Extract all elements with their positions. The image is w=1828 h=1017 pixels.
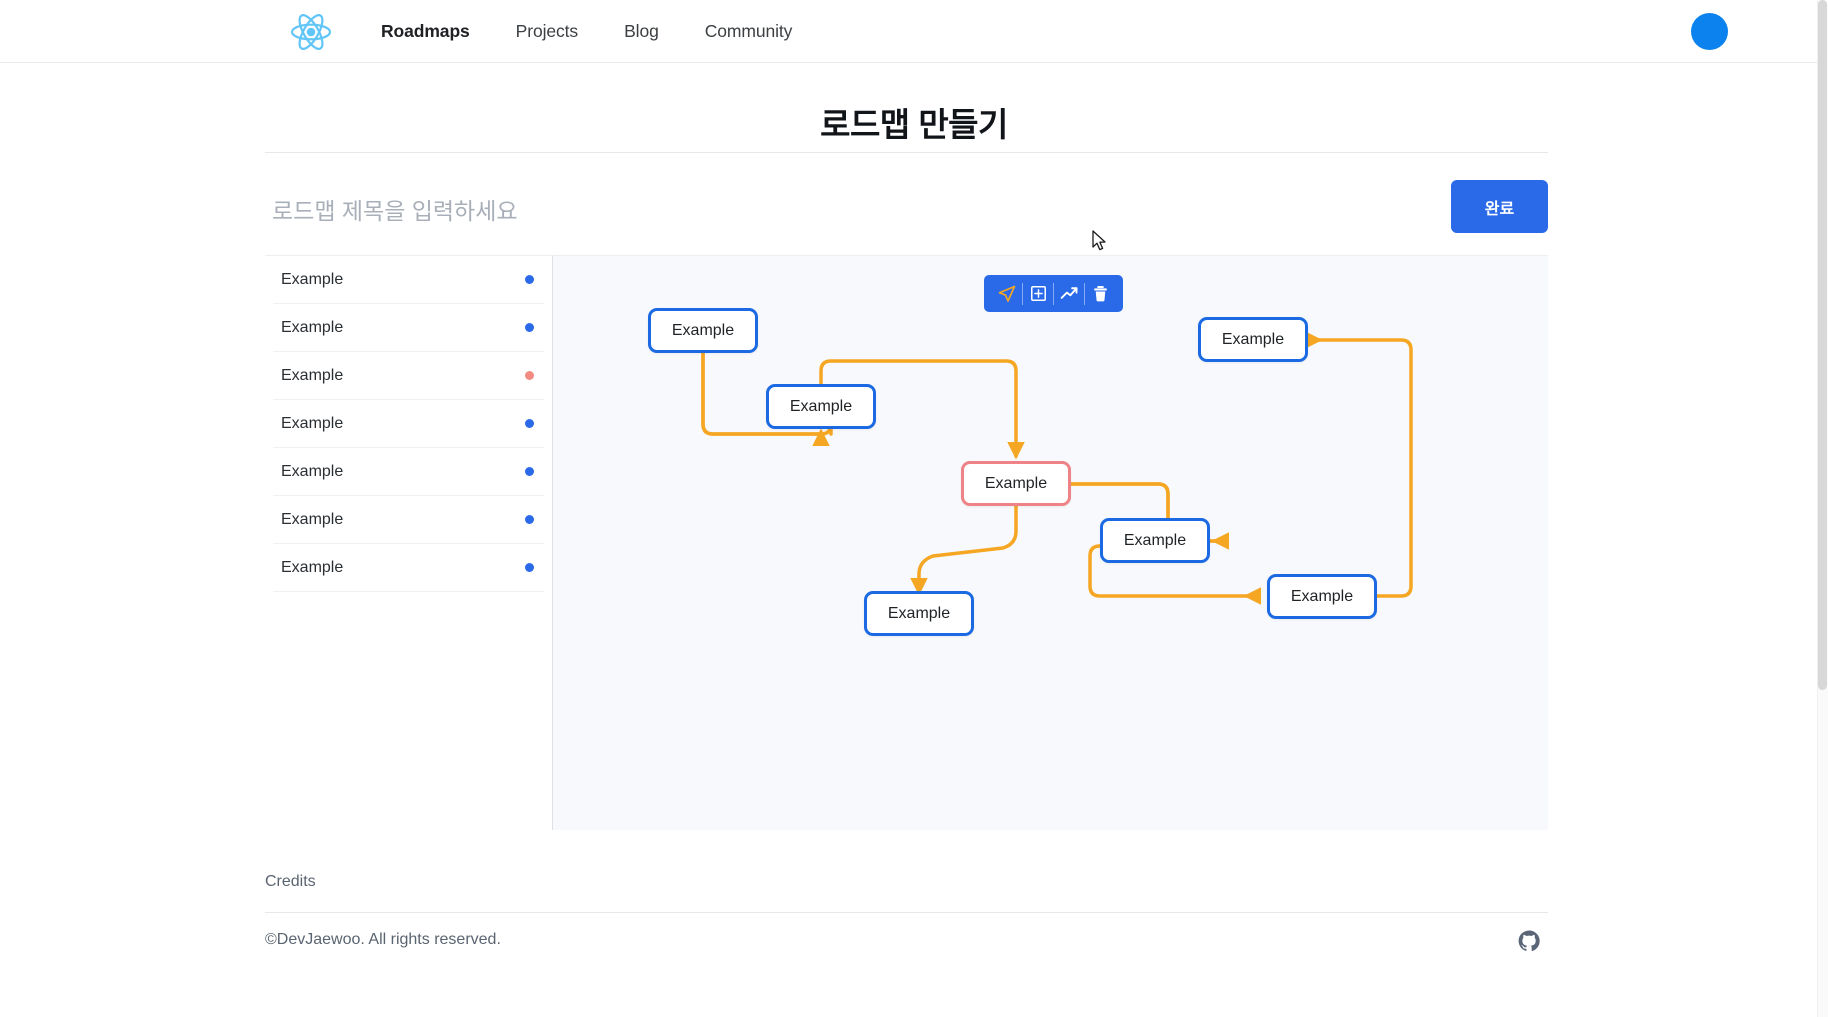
roadmap-node[interactable]: Example: [766, 384, 876, 429]
edge-n2-n3: [819, 359, 1018, 454]
nav-links: Roadmaps Projects Blog Community: [358, 0, 815, 63]
roadmap-node-label: Example: [671, 321, 735, 339]
nav-link-roadmaps[interactable]: Roadmaps: [381, 21, 470, 41]
editor-content: Example Example Example Example Example …: [265, 255, 1548, 830]
canvas-toolbar: [984, 275, 1123, 312]
nav-link-blog[interactable]: Blog: [624, 21, 659, 41]
roadmap-node-label: Example: [984, 474, 1048, 492]
list-item[interactable]: Example: [273, 352, 544, 400]
list-item-label: Example: [281, 366, 344, 384]
roadmap-title-row: 완료: [265, 175, 1548, 250]
list-item[interactable]: Example: [273, 496, 544, 544]
list-item[interactable]: Example: [273, 448, 544, 496]
list-item[interactable]: Example: [273, 544, 544, 592]
status-dot: [525, 467, 534, 476]
nav-link-projects[interactable]: Projects: [515, 21, 579, 41]
list-item[interactable]: Example: [273, 400, 544, 448]
status-dot: [525, 563, 534, 572]
status-dot: [525, 323, 534, 332]
toolbar-divider: [1053, 282, 1054, 305]
toolbar-divider: [1022, 282, 1023, 305]
list-item[interactable]: Example: [273, 256, 544, 304]
copyright-text: ©DevJaewoo. All rights reserved.: [265, 931, 501, 948]
roadmap-node[interactable]: Example: [648, 308, 758, 353]
top-navbar: Roadmaps Projects Blog Community: [0, 0, 1828, 63]
page-title: 로드맵 만들기: [820, 106, 1008, 143]
roadmap-title-input[interactable]: [272, 187, 1372, 235]
roadmap-node-label: Example: [789, 397, 853, 415]
roadmap-node[interactable]: Example: [864, 591, 974, 636]
roadmap-node-label: Example: [887, 604, 951, 622]
add-square-icon[interactable]: [1023, 280, 1053, 308]
edge-n6-n7: [1311, 338, 1413, 598]
roadmap-node-selected[interactable]: Example: [961, 461, 1071, 506]
trash-icon[interactable]: [1085, 280, 1115, 308]
navigate-arrow-icon[interactable]: [992, 280, 1022, 308]
title-divider: [265, 152, 1548, 153]
node-list-sidebar: Example Example Example Example Example …: [265, 255, 553, 830]
list-item-label: Example: [281, 318, 344, 336]
edge-n3-n5: [917, 504, 1018, 590]
page-scrollbar[interactable]: [1817, 0, 1828, 1017]
trending-up-icon[interactable]: [1054, 280, 1084, 308]
edge-n4-n6: [1088, 544, 1255, 598]
credits-link[interactable]: Credits: [265, 873, 316, 890]
list-item-label: Example: [281, 558, 344, 576]
status-dot: [525, 371, 534, 380]
done-button[interactable]: 완료: [1451, 180, 1548, 233]
list-item-label: Example: [281, 462, 344, 480]
status-dot: [525, 419, 534, 428]
list-item[interactable]: Example: [273, 304, 544, 352]
nav-link-community[interactable]: Community: [704, 21, 793, 41]
react-atom-logo-icon[interactable]: [288, 9, 334, 55]
roadmap-node-label: Example: [1290, 587, 1354, 605]
roadmap-node[interactable]: Example: [1267, 574, 1377, 619]
edge-n1-n2-b: [701, 351, 823, 436]
roadmap-node[interactable]: Example: [1100, 518, 1210, 563]
toolbar-divider: [1084, 282, 1085, 305]
roadmap-canvas[interactable]: Example Example Example Example Example …: [553, 255, 1548, 830]
roadmap-node-label: Example: [1221, 330, 1285, 348]
list-item-label: Example: [281, 414, 344, 432]
github-icon[interactable]: [1518, 930, 1540, 952]
status-dot: [525, 275, 534, 284]
roadmap-node-label: Example: [1123, 531, 1187, 549]
list-item-label: Example: [281, 510, 344, 528]
scrollbar-thumb[interactable]: [1818, 0, 1827, 690]
status-dot: [525, 515, 534, 524]
list-item-label: Example: [281, 270, 344, 288]
roadmap-node[interactable]: Example: [1198, 317, 1308, 362]
footer-divider: [265, 912, 1548, 913]
avatar[interactable]: [1691, 13, 1728, 50]
